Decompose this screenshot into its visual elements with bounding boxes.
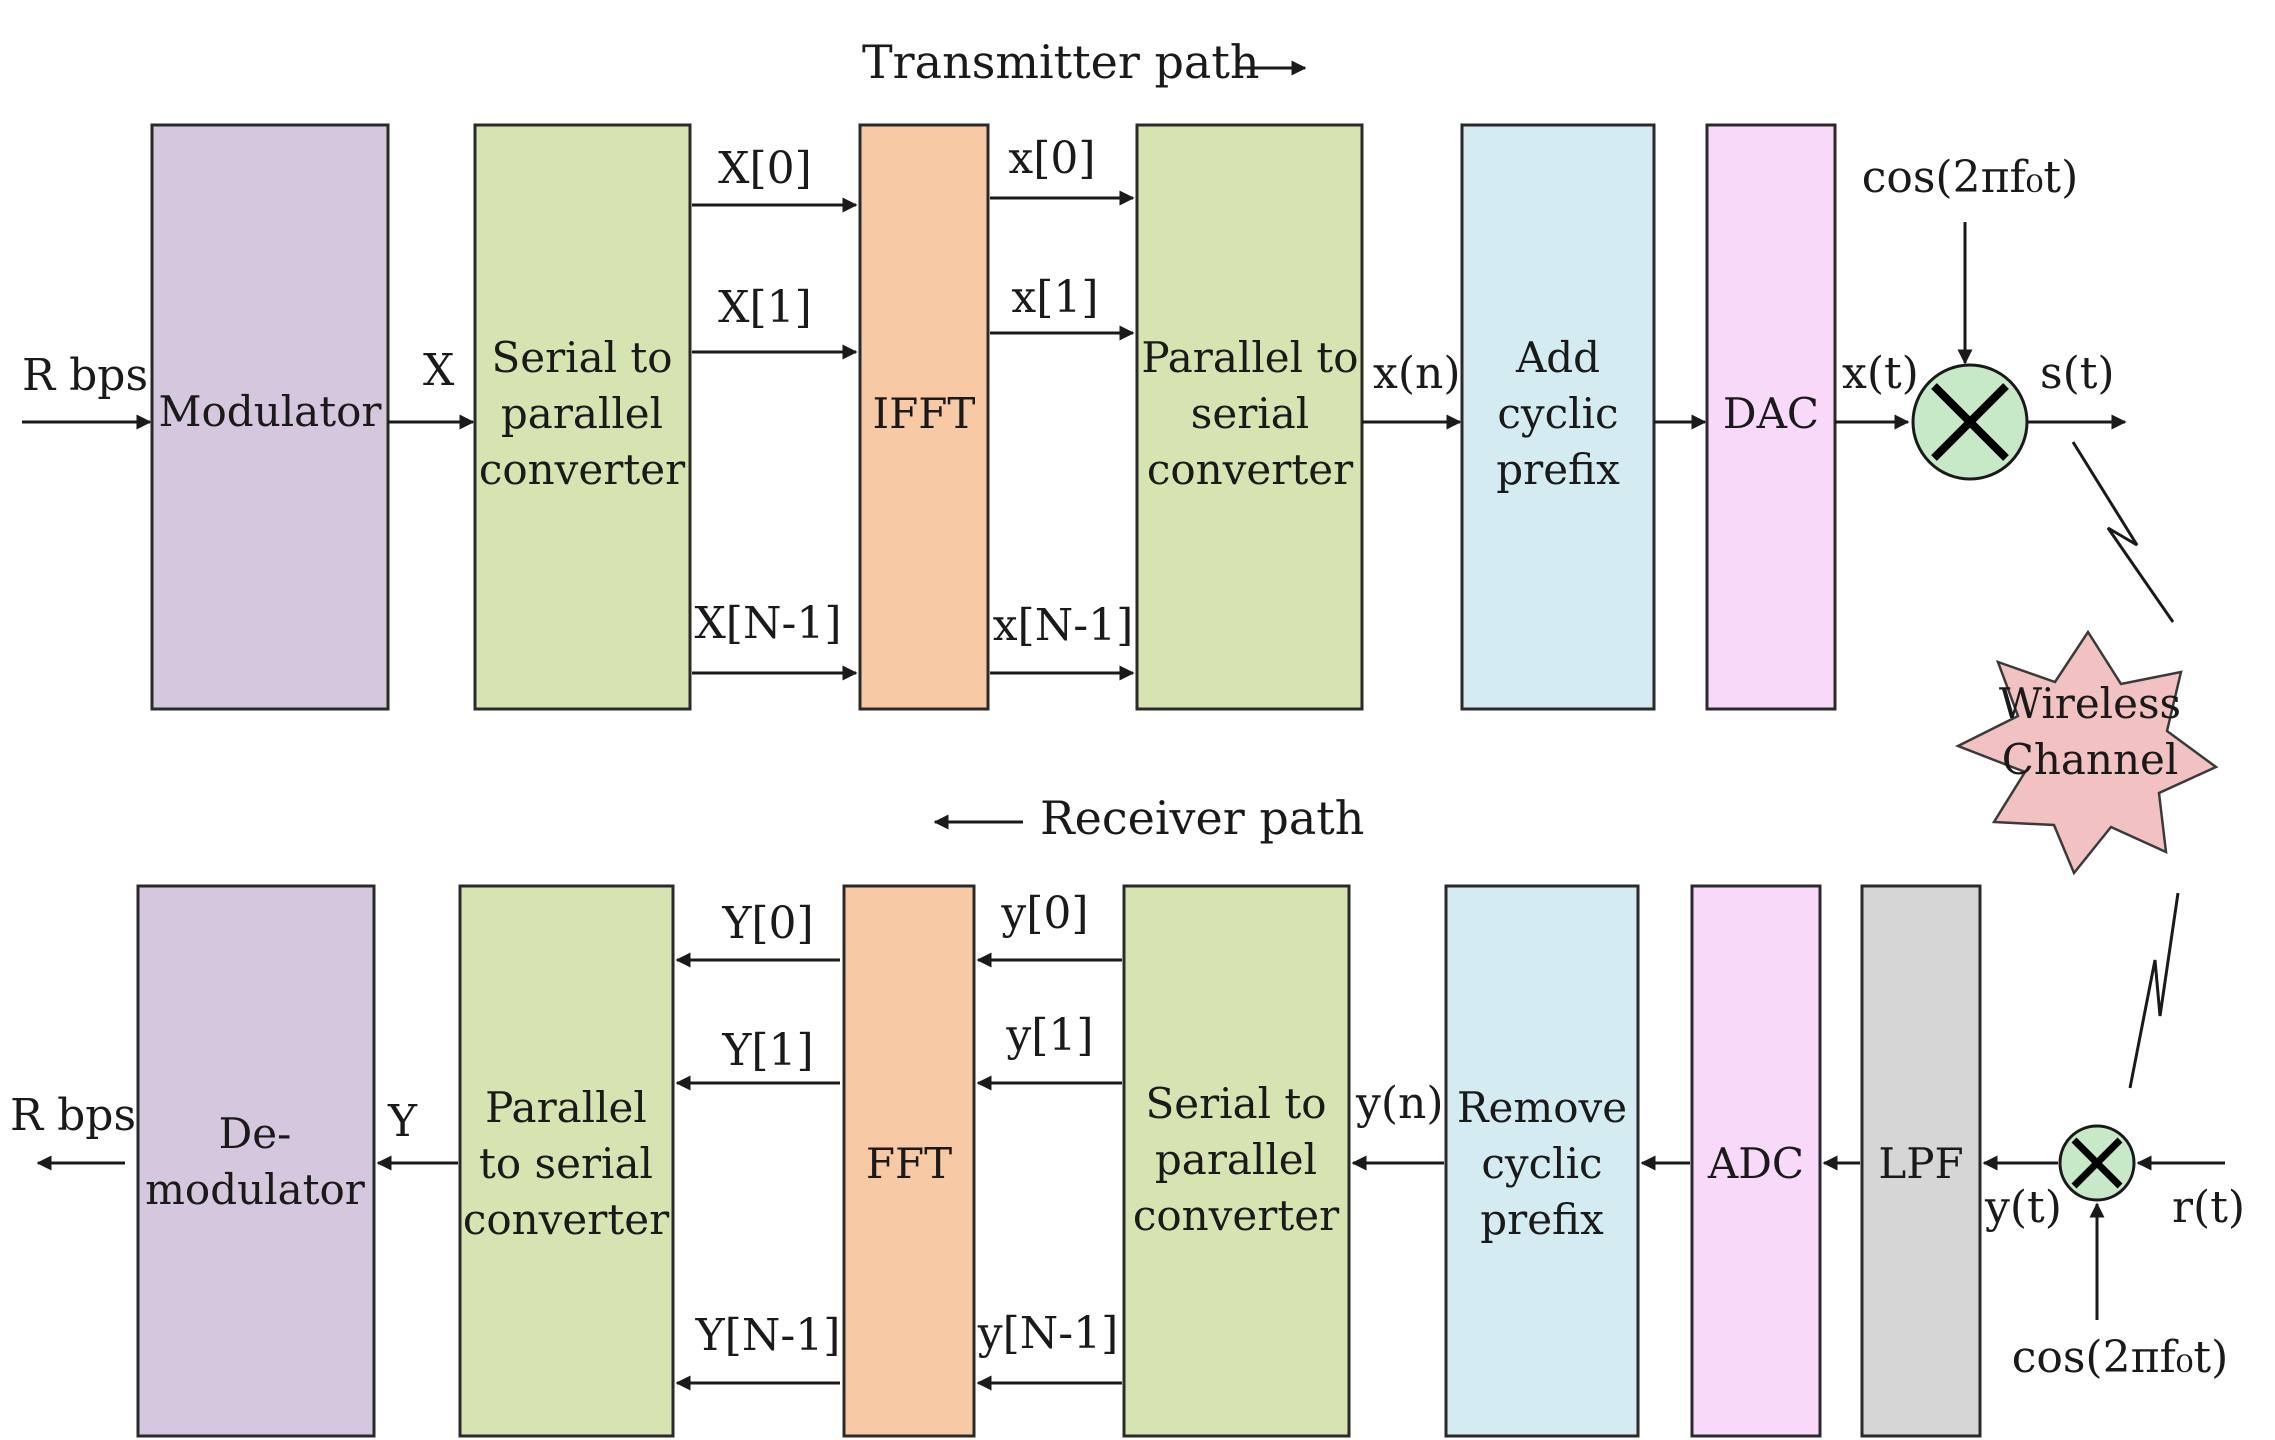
rx-s2p-label-2: parallel <box>1155 1135 1317 1184</box>
rx-out-tap-1: Y[1] <box>721 1025 813 1076</box>
transmitter-path: Transmitter path R bps Modulator X Seria… <box>22 35 2175 711</box>
remove-cp-label-2: cyclic <box>1481 1139 1602 1188</box>
rx-s2p-block <box>1122 884 1351 1438</box>
tx-wireless-link <box>2071 441 2175 623</box>
rx-path-title: Receiver path <box>1040 791 1364 845</box>
rx-s2p-label-1: Serial to <box>1145 1079 1326 1128</box>
fft-block <box>842 884 976 1438</box>
tx-mixer-cross-2 <box>1931 383 2009 461</box>
dac-block <box>1705 123 1837 711</box>
modulator-block <box>150 123 390 711</box>
tx-p2s-label-2: serial <box>1191 389 1309 438</box>
rx-p2s-label-1: Parallel <box>485 1083 647 1132</box>
tx-p2s-block <box>1135 123 1364 711</box>
tx-s2p-label-2: parallel <box>501 389 663 438</box>
rx-p2s-block <box>458 884 675 1438</box>
adc-label: ADC <box>1707 1139 1804 1188</box>
tx-carrier-label: cos(2πf₀t) <box>1862 152 2079 203</box>
lpf-label: LPF <box>1878 1139 1963 1188</box>
tx-out-tap-n: x[N-1] <box>993 600 1134 651</box>
rx-p2s-label-3: converter <box>463 1195 670 1244</box>
channel-label-1: Wireless <box>1999 679 2181 728</box>
rx-s2p-label-3: converter <box>1133 1191 1340 1240</box>
tx-out-tap-0: x[0] <box>1008 133 1095 184</box>
tx-xt-label: x(t) <box>1842 348 1919 399</box>
tx-p2s-label-1: Parallel to <box>1141 333 1358 382</box>
ifft-block <box>858 123 990 711</box>
tx-xn-label: x(n) <box>1373 348 1460 399</box>
tx-s2p-block <box>473 123 692 711</box>
tx-out-tap-1: x[1] <box>1011 272 1098 323</box>
rx-in-tap-n: y[N-1] <box>977 1308 1119 1359</box>
rx-y-label: Y <box>387 1096 418 1147</box>
rx-output-label: R bps <box>10 1090 136 1141</box>
add-cp-block <box>1460 123 1656 711</box>
tx-s2p-label-1: Serial to <box>491 333 672 382</box>
rx-wireless-link <box>2128 892 2180 1089</box>
tx-input-label: R bps <box>22 350 148 401</box>
receiver-path: Receiver path R bps De- modulator Y Para… <box>10 791 2245 1438</box>
rx-mixer-cross-2 <box>2071 1137 2123 1189</box>
remove-cp-block <box>1444 884 1640 1438</box>
tx-in-tap-n: X[N-1] <box>694 598 841 649</box>
remove-cp-label-1: Remove <box>1457 1083 1627 1132</box>
demodulator-label-1: De- <box>219 1109 292 1158</box>
fft-label: FFT <box>866 1139 952 1188</box>
tx-path-title: Transmitter path <box>862 35 1259 89</box>
dac-label: DAC <box>1723 389 1819 438</box>
remove-cp-label-3: prefix <box>1480 1195 1604 1244</box>
rx-out-tap-0: Y[0] <box>721 898 813 949</box>
tx-in-tap-1: X[1] <box>718 282 812 333</box>
rx-yn-label: y(n) <box>1355 1078 1444 1129</box>
rx-in-tap-0: y[0] <box>1000 888 1088 939</box>
lpf-block <box>1860 884 1982 1438</box>
tx-st-label: s(t) <box>2040 348 2115 399</box>
tx-p2s-label-3: converter <box>1147 445 1354 494</box>
rx-yt-label: y(t) <box>1984 1182 2062 1233</box>
ifft-label: IFFT <box>873 389 976 438</box>
adc-block <box>1690 884 1822 1438</box>
demodulator-block <box>136 884 376 1438</box>
add-cp-label-2: cyclic <box>1497 389 1618 438</box>
demodulator-label-2: modulator <box>145 1165 366 1214</box>
rx-rt-label: r(t) <box>2172 1182 2245 1233</box>
tx-s2p-label-3: converter <box>479 445 686 494</box>
modulator-label: Modulator <box>159 387 383 436</box>
tx-in-tap-0: X[0] <box>718 143 812 194</box>
channel-star-shape <box>1954 629 2219 876</box>
wireless-channel: Wireless Channel <box>1954 629 2219 876</box>
rx-in-tap-1: y[1] <box>1005 1010 1093 1061</box>
add-cp-label-3: prefix <box>1496 445 1620 494</box>
rx-out-tap-n: Y[N-1] <box>695 1310 841 1361</box>
add-cp-label-1: Add <box>1515 333 1600 382</box>
rx-carrier-label: cos(2πf₀t) <box>2012 1332 2229 1383</box>
tx-x-label: X <box>423 345 455 396</box>
rx-p2s-label-2: to serial <box>479 1139 653 1188</box>
channel-label-2: Channel <box>2002 735 2179 784</box>
